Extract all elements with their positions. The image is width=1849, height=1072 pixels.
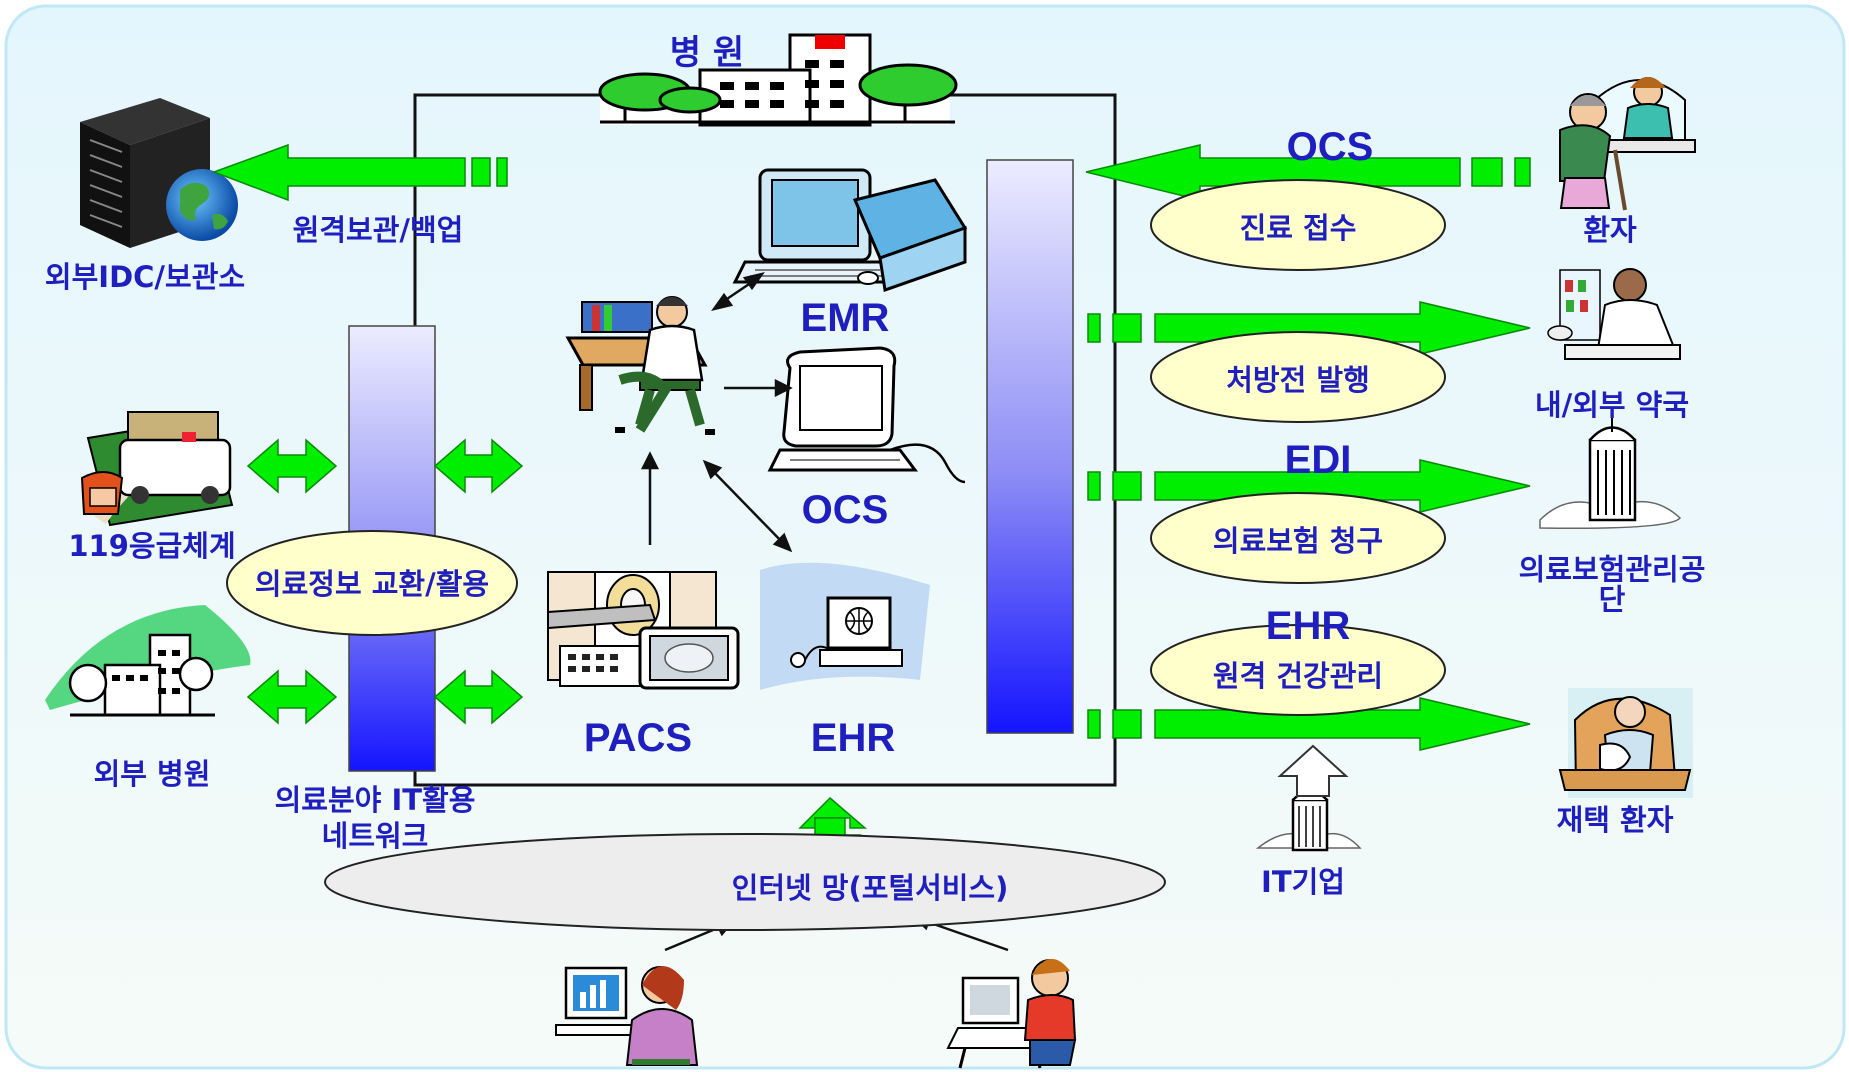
internet-label: 인터넷 망(포털서비스) <box>731 870 1009 905</box>
remote-health-label: 원격 건강관리 <box>1212 658 1384 693</box>
server-globe-icon <box>80 98 238 248</box>
pacs-scanner-icon <box>547 571 740 690</box>
ocs-label: OCS <box>801 488 889 532</box>
idc-label: 외부IDC/보관소 <box>44 259 246 294</box>
home-patient-label: 재택 환자 <box>1556 802 1674 837</box>
it-company-label: IT기업 <box>1261 864 1345 899</box>
internet-ellipse <box>324 833 1166 931</box>
external-hospital-icon <box>45 605 251 717</box>
patient-label: 환자 <box>1583 212 1637 247</box>
exchange-double-arrow <box>433 438 524 494</box>
exchange-label: 의료정보 교환/활용 <box>254 566 490 601</box>
insurance-building-icon <box>1539 418 1682 530</box>
remote-health-ellipse <box>1150 624 1446 716</box>
ehr-label: EHR <box>810 716 896 760</box>
insurance-agency-label: 의료보험관리공단 <box>1518 552 1706 617</box>
reception-ellipse <box>1150 179 1446 271</box>
patient-reception-icon <box>1559 77 1696 211</box>
doctor-desk-icon <box>565 296 715 435</box>
ambulance-phone-icon <box>80 411 234 527</box>
background-panel <box>4 4 1846 1070</box>
pharmacist-icon <box>1547 268 1681 360</box>
right-network-bar <box>986 159 1074 734</box>
network-label-line2: 네트워크 <box>321 818 429 853</box>
emr-computer-icon <box>732 168 968 293</box>
it-company-building-icon <box>1255 789 1362 852</box>
external-double-arrow <box>246 669 338 725</box>
ocs-computer-icon <box>767 346 966 484</box>
it-company-arrow <box>1277 744 1349 797</box>
external-hospital-label: 외부 병원 <box>93 756 211 791</box>
backup-arrow <box>211 143 466 202</box>
pharmacy-label: 내/외부 약국 <box>1534 387 1690 422</box>
ehr-right-label: EHR <box>1265 604 1351 648</box>
emergency-double-arrow <box>246 438 338 494</box>
pacs-label: PACS <box>583 716 693 760</box>
internet-user-woman-icon <box>555 966 699 1066</box>
ehr-monitor-icon <box>760 562 930 690</box>
prescription-ellipse <box>1150 331 1446 423</box>
edi-label: EDI <box>1284 438 1352 482</box>
home-patient-icon <box>1558 688 1693 798</box>
ocs-right-label: OCS <box>1286 125 1374 169</box>
prescription-label: 처방전 발행 <box>1226 362 1370 397</box>
network-label-line1: 의료분야 IT활용 <box>274 782 476 817</box>
emr-label: EMR <box>800 296 890 340</box>
hospital-building-icon <box>598 33 958 127</box>
backup-label: 원격보관/백업 <box>292 212 464 247</box>
hospital-title: 병 원 <box>669 33 745 74</box>
emergency-label: 119응급체계 <box>68 528 236 563</box>
exchange-ellipse <box>226 530 518 636</box>
insurance-claim-label: 의료보험 청구 <box>1212 523 1384 558</box>
reception-label: 진료 접수 <box>1239 210 1357 245</box>
network-double-arrow <box>433 669 524 725</box>
internet-user-boy-icon <box>946 958 1077 1069</box>
insurance-ellipse <box>1150 492 1446 584</box>
